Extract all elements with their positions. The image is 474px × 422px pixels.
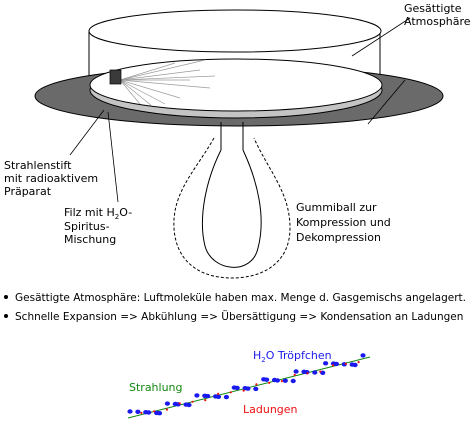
droplet [175, 402, 181, 407]
charge [140, 411, 143, 414]
charge [204, 399, 207, 402]
charge [344, 362, 347, 365]
radiation-emitter [109, 69, 122, 85]
droplet [146, 410, 152, 415]
droplet [135, 409, 141, 414]
atmosphere-label-line2: Atmosphäre [404, 15, 471, 28]
charge [217, 392, 220, 395]
droplet [231, 385, 237, 390]
droplet [253, 386, 259, 392]
emitter-leader [69, 109, 105, 156]
radiation-rays [119, 59, 216, 107]
rubber-bulb-expanded [173, 137, 291, 279]
radiation-label: Strahlung [129, 381, 183, 394]
charge [178, 402, 181, 405]
droplets-label-subscript: 2 [261, 356, 266, 364]
droplet [156, 411, 163, 416]
droplet [330, 361, 337, 366]
bullet-text-1: Gesättigte Atmosphäre: Luftmoleküle habe… [15, 292, 466, 304]
droplet [213, 394, 219, 399]
droplet [341, 362, 347, 367]
droplet [245, 386, 251, 391]
atmosphere-leader [351, 17, 411, 57]
charge [293, 373, 296, 376]
droplet [271, 377, 278, 383]
charge [357, 361, 360, 364]
cylinder-top [88, 9, 382, 53]
droplet [202, 393, 208, 398]
bullet-dot-icon [4, 314, 8, 318]
bulb-label-line3: Dekompression [296, 231, 381, 244]
droplet [333, 361, 339, 367]
droplet [352, 362, 358, 368]
droplets-label-prefix: H [253, 349, 262, 362]
droplet [349, 362, 355, 367]
droplet [360, 353, 366, 358]
chamber-floor [89, 58, 383, 112]
droplet [172, 401, 178, 407]
droplet [282, 378, 288, 383]
droplets-label-suffix: O Tröpfchen [265, 349, 332, 362]
charge [255, 383, 258, 386]
bullet-item-1: Gesättigte Atmosphäre: Luftmoleküle habe… [4, 291, 466, 305]
bullet-item-2: Schnelle Expansion => Abkühlung => Übers… [4, 310, 463, 324]
droplet [293, 369, 299, 374]
droplet [301, 369, 307, 374]
droplet [264, 377, 270, 382]
bulb-label-line1: Gummiball zur [296, 201, 377, 214]
charge [306, 372, 309, 375]
droplets-label: H2O Tröpfchen [253, 349, 332, 364]
droplet [274, 378, 280, 383]
felt-label-line3: Mischung [64, 233, 117, 246]
droplet [183, 402, 189, 407]
felt-leader-right [367, 79, 406, 125]
charge [319, 370, 322, 373]
emitter-label-line1: Strahlenstift [4, 159, 72, 172]
charge [229, 391, 232, 394]
charges-label: Ladungen [243, 403, 298, 416]
droplet [261, 377, 267, 382]
felt-label-line1: Filz mit H2O- [64, 206, 132, 221]
droplet [143, 410, 149, 415]
rubber-bulb [201, 149, 262, 268]
charge [280, 380, 283, 383]
charge [165, 408, 168, 411]
droplet [205, 393, 211, 399]
charge [268, 381, 271, 384]
droplet [312, 370, 318, 375]
droplet [320, 370, 326, 375]
droplet [304, 370, 310, 375]
felt-label-suffix: O- [119, 206, 133, 219]
charge [242, 389, 245, 392]
felt-label-subscript: 2 [114, 213, 120, 221]
charge [153, 410, 156, 413]
emitter-label-line3: Präparat [4, 185, 52, 198]
atmosphere-label-line1: Gesättigte [404, 2, 462, 15]
droplet [242, 386, 248, 391]
droplet [234, 385, 240, 391]
droplet [223, 394, 229, 400]
droplet [164, 401, 170, 406]
bullet-text-2: Schnelle Expansion => Abkühlung => Übers… [15, 311, 464, 323]
emitter-label-line2: mit radioaktivem [4, 172, 99, 185]
droplet [290, 378, 296, 384]
bulb-label-line2: Kompression und [296, 216, 391, 229]
bullet-dot-icon [4, 295, 8, 299]
felt-leader [107, 111, 119, 203]
droplet [186, 402, 192, 408]
charge [332, 364, 335, 367]
charge [191, 400, 194, 403]
droplet [127, 409, 133, 414]
droplet [194, 393, 200, 398]
felt-label-prefix: Filz mit H [64, 206, 115, 219]
droplet [215, 394, 222, 399]
felt-label-line2: Spiritus- [64, 220, 110, 233]
cloud-chamber-diagram [34, 9, 444, 279]
droplet [154, 410, 160, 416]
